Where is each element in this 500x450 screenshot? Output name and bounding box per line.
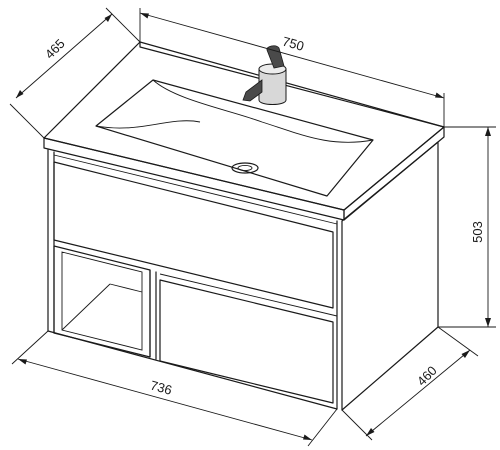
ext-line-736-left: [11, 330, 49, 365]
arrow-750-left: [140, 13, 149, 19]
arrow-465-back: [104, 14, 112, 22]
dimension-body-width: 736: [11, 330, 338, 447]
arrow-736-left: [18, 359, 27, 365]
dimension-top-width: 750: [139, 8, 445, 127]
arrow-465-front: [16, 90, 24, 98]
ext-line-465-front: [9, 103, 45, 139]
dim-line-750: [139, 12, 445, 99]
faucet-body: [258, 68, 287, 105]
upper-drawer-front: [53, 161, 334, 309]
dim-line-460: [365, 349, 471, 437]
arrow-460-back: [461, 350, 470, 358]
faucet-lever: [266, 45, 285, 69]
dim-label-top-width: 750: [281, 34, 306, 54]
arrow-736-right: [303, 434, 312, 440]
drain-inner: [237, 164, 253, 172]
countertop: [43, 41, 445, 221]
cabinet-body: [47, 141, 439, 411]
dim-line-736: [17, 358, 313, 441]
basin-bowl: [95, 79, 374, 197]
shelf-inner-back: [61, 251, 143, 351]
ext-line-460-back: [437, 326, 479, 357]
ext-line-465-back: [105, 7, 141, 43]
arrow-750-right: [435, 92, 444, 98]
cabinet-right-side: [341, 141, 439, 411]
countertop-top-surface: [43, 41, 445, 211]
dimension-top-depth: 465: [9, 7, 141, 139]
upper-drawer-top-gap: [53, 154, 338, 225]
faucet-spout: [242, 79, 263, 102]
arrow-503-bottom: [485, 318, 491, 327]
arrow-503-top: [485, 127, 491, 136]
lower-drawer-front: [159, 279, 334, 404]
open-shelf: [53, 245, 157, 360]
arrow-460-front: [366, 428, 375, 436]
dimension-body-depth: 460: [341, 326, 479, 441]
faucet: [242, 45, 287, 105]
lower-drawer-top-gap: [159, 273, 338, 317]
dim-label-body-width: 736: [149, 378, 174, 398]
countertop-front-edge: [43, 137, 345, 221]
ext-line-736-right: [307, 408, 338, 447]
dim-label-height: 503: [470, 221, 485, 243]
shelf-floor-back: [109, 283, 143, 293]
basin-inner-edge: [95, 120, 201, 129]
dim-label-body-depth: 460: [414, 363, 440, 389]
drain-outer: [231, 162, 259, 174]
upper-drawer: [53, 154, 338, 309]
lower-drawer: [159, 273, 338, 404]
dimension-height: 503: [438, 126, 496, 328]
countertop-back-lip: [139, 41, 445, 128]
dim-label-top-depth: 465: [42, 36, 68, 62]
basin-inner-slope: [152, 79, 374, 143]
countertop-side-edge: [343, 126, 445, 221]
shelf-floor-edge: [61, 283, 111, 331]
ext-line-460-front: [341, 409, 373, 441]
dim-line-465: [15, 13, 113, 99]
